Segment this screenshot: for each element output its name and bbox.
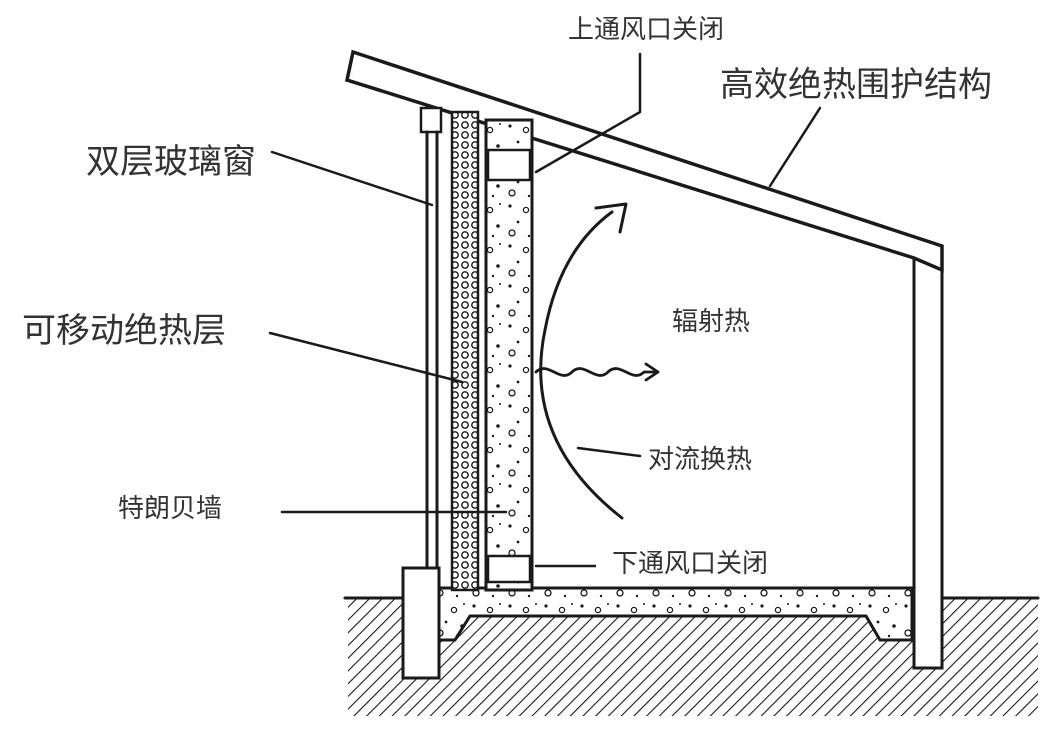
double-glazing-label: 双层玻璃窗: [86, 142, 256, 182]
leader-lines: [268, 52, 822, 568]
trombe-wall: [484, 118, 534, 592]
upper-vent-label: 上通风口关闭: [568, 15, 724, 45]
double-glazing-window: [419, 106, 443, 570]
right-wall: [912, 246, 944, 670]
radiant-heat-label: 辐射热: [672, 307, 750, 337]
convection-label: 对流换热: [648, 445, 752, 475]
trombe-wall-label: 特朗贝墙: [118, 494, 222, 524]
lower-vent-label: 下通风口关闭: [612, 549, 768, 579]
envelope-label: 高效绝热围护结构: [720, 65, 992, 105]
movable-insulation-label: 可移动绝热层: [22, 311, 226, 351]
movable-insulation-layer: [450, 110, 480, 592]
label-backing: [596, 542, 878, 586]
radiant-heat-arrow: [534, 362, 660, 382]
roof-envelope: [344, 49, 944, 273]
convection-arrow: [539, 202, 628, 520]
foundation: [401, 566, 441, 680]
